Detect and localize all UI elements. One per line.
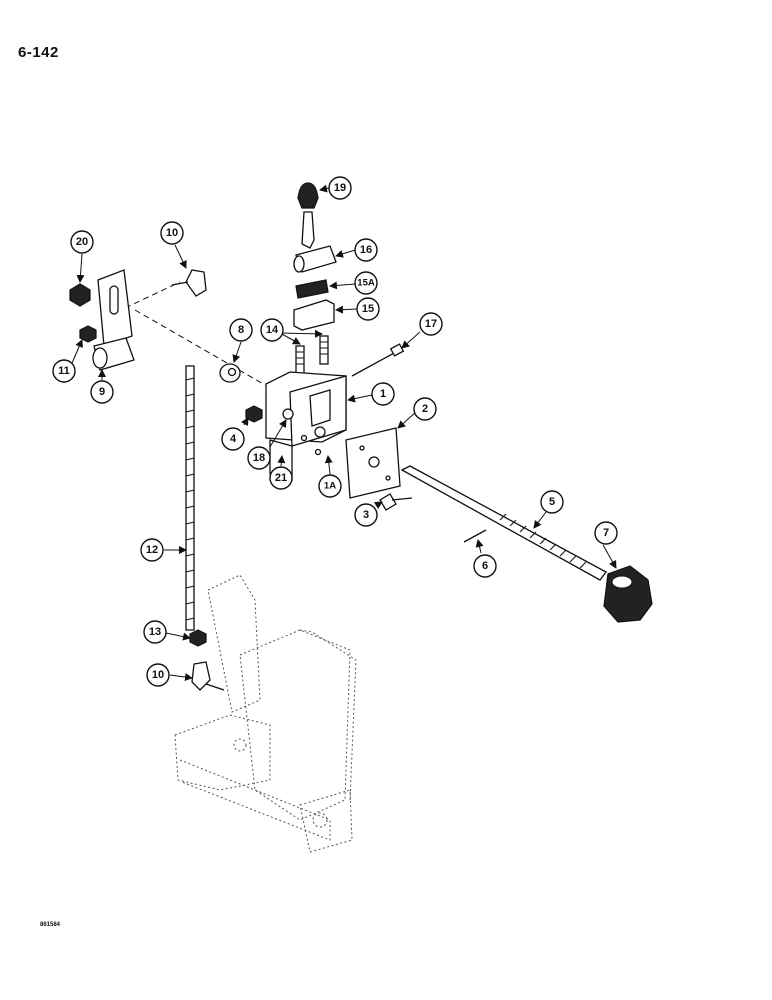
callout-label: 17 [425,318,437,330]
part-16-handle [293,211,337,273]
leader-lines [71,184,617,682]
callout: 10 [160,221,184,245]
callout: 21 [269,466,293,490]
callout: 8 [229,318,253,342]
part-2-plate [345,427,401,499]
part-1-housing [265,371,347,481]
callout-label: 2 [422,403,428,415]
callout-label: 11 [58,365,70,377]
part-19-knob [297,182,319,209]
callout: 12 [140,538,164,562]
callout: 16 [354,238,378,262]
callout-label: 18 [253,452,265,464]
alignment-line [134,309,266,386]
callout-label: 15A [357,278,375,289]
callout-label: 6 [482,560,488,572]
part-3-bolt [379,493,413,511]
page-number: 6-142 [18,44,59,61]
part-5-rod [400,465,607,581]
part-9-lever [92,269,135,371]
callout-label: 7 [603,527,609,539]
part-10-ball-joint-upper [171,269,207,297]
part-6-pin [463,529,487,543]
part-14-springs [295,335,329,375]
callout: 1 [371,382,395,406]
callout-label: 5 [549,496,555,508]
callout-label: 16 [360,244,372,256]
callout-label: 14 [266,324,279,336]
callout: 7 [594,521,618,545]
callout: 6 [473,554,497,578]
callout: 11 [52,359,76,383]
part-8-bushing [219,363,241,383]
callout: 3 [354,503,378,527]
callout: 18 [247,446,271,470]
callout: 14 [260,318,284,342]
callout: 19 [328,176,352,200]
callout-label: 12 [146,544,158,556]
callout-label: 10 [152,669,164,681]
callout-label: 19 [334,182,346,194]
part-7-knob [603,565,653,623]
part-20-nut [69,283,91,307]
alignment-line-top [124,281,181,309]
callout-label: 1A [324,481,336,492]
part-10-ball-joint-lower [191,661,225,691]
callout: 1A [318,474,342,498]
part-13-nut [189,629,207,647]
callout-label: 21 [275,472,287,484]
callout: 2 [413,397,437,421]
callout-label: 15 [362,303,374,315]
callout-label: 13 [149,626,161,638]
callout: 15A [354,271,378,295]
callout: 4 [221,427,245,451]
callout-label: 3 [363,509,369,521]
part-11-nut [79,325,97,343]
callout-label: 1 [380,388,386,400]
figure-code: 861584 [40,922,61,928]
phantom-pedal-assembly [174,574,357,853]
part-15a-insert [295,279,329,299]
callout: 17 [419,312,443,336]
callout: 15 [356,297,380,321]
callout: 13 [143,620,167,644]
callout-label: 9 [99,386,105,398]
callout-label: 10 [166,227,178,239]
part-15-block [293,299,335,331]
callout: 10 [146,663,170,687]
callout-label: 20 [76,236,88,248]
part-17-bolt [351,343,405,377]
callout-label: 4 [230,433,237,445]
part-12-threaded-rod [185,365,195,631]
callout: 20 [70,230,94,254]
callout: 9 [90,380,114,404]
callout: 5 [540,490,564,514]
callout-label: 8 [238,324,244,336]
part-4-nut [245,405,263,423]
